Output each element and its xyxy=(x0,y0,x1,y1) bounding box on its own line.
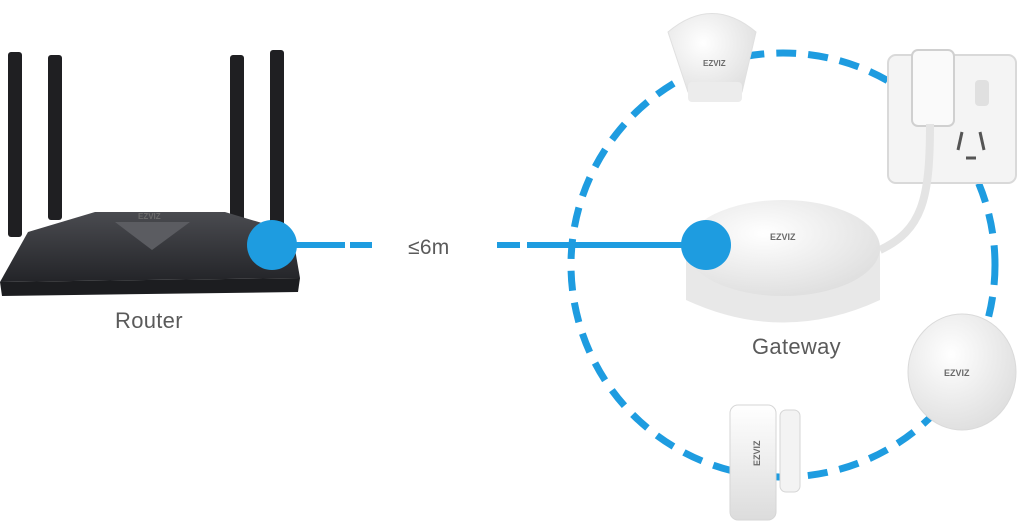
svg-text:EZVIZ: EZVIZ xyxy=(752,440,762,466)
router-icon: EZVIZ xyxy=(0,50,300,296)
svg-text:EZVIZ: EZVIZ xyxy=(703,59,726,68)
smart-button-icon: EZVIZ xyxy=(907,313,1017,431)
motion-sensor-icon: EZVIZ xyxy=(667,13,757,102)
gateway-endpoint-dot xyxy=(681,220,731,270)
gateway-icon: EZVIZ xyxy=(686,200,880,323)
svg-text:EZVIZ: EZVIZ xyxy=(138,212,161,221)
door-window-sensor-icon: EZVIZ xyxy=(729,404,801,521)
gateway-label: Gateway xyxy=(752,334,841,359)
router-endpoint-dot xyxy=(247,220,297,270)
smart-plug-icon xyxy=(878,49,1017,254)
svg-text:EZVIZ: EZVIZ xyxy=(770,232,796,242)
router-label: Router xyxy=(115,308,183,333)
distance-label: ≤6m xyxy=(408,236,450,259)
svg-text:EZVIZ: EZVIZ xyxy=(944,368,970,378)
